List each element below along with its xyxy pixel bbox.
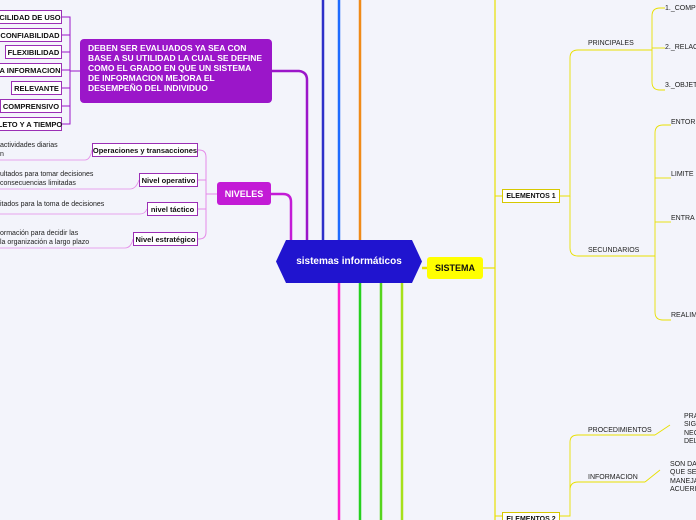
secundarios-label[interactable]: SECUNDARIOS (588, 247, 640, 254)
central-node-shape (276, 240, 422, 283)
secundario-item-limite[interactable]: LIMITE (671, 171, 694, 178)
procedimientos-desc-1: PRA (684, 413, 696, 420)
nivel-estrategico[interactable]: Nivel estratégico (133, 232, 198, 246)
nivel-estrategico-desc-2: la organización a largo plazo (0, 239, 90, 246)
central-node[interactable]: sistemas informáticos (276, 240, 422, 283)
nivel-operativo[interactable]: Nivel operativo (139, 173, 198, 187)
quality-item-flexibility[interactable]: FLEXIBILIDAD (5, 45, 62, 59)
informacion-desc-4: ACUERI (670, 486, 696, 493)
informacion-desc-1: SON DA (670, 461, 696, 468)
nivel-operaciones-desc-1: actividades diarias (0, 142, 58, 149)
procedimientos-desc-3: NEC (684, 430, 696, 437)
nivel-operaciones-transacciones[interactable]: Operaciones y transacciones (92, 143, 198, 157)
elementos-1-node[interactable]: ELEMENTOS 1 (502, 189, 560, 203)
principal-item-2[interactable]: 2._RELAC (665, 44, 696, 51)
nivel-estrategico-desc-1: ormación para decidir las (0, 230, 79, 237)
evaluation-note-text: DEBEN SER EVALUADOS YA SEA CON BASE A SU… (88, 43, 263, 93)
nivel-tactico[interactable]: nivel táctico (147, 202, 198, 216)
quality-item-reliability[interactable]: CONFIABILIDAD (0, 28, 62, 42)
nivel-tactico-desc-1: itados para la toma de decisiones (0, 201, 105, 208)
secundario-item-realimentacion[interactable]: REALIM (671, 312, 696, 319)
secundario-item-entrada[interactable]: ENTRA (671, 215, 695, 222)
procedimientos-desc-4: DEL (684, 438, 696, 445)
quality-item-comprehensive[interactable]: COMPRENSIVO (0, 99, 62, 113)
informacion-desc-2: QUE SE (670, 469, 696, 476)
quality-item-relevant[interactable]: RELEVANTE (11, 81, 62, 95)
informacion-desc-3: MANEJA (670, 478, 696, 485)
evaluation-note[interactable]: DEBEN SER EVALUADOS YA SEA CON BASE A SU… (80, 39, 272, 103)
elementos-2-node[interactable]: ELEMENTOS 2 (502, 512, 560, 520)
principal-item-3[interactable]: 3._OBJET (665, 82, 696, 89)
principal-item-1[interactable]: 1._COMP (665, 5, 696, 12)
secundario-item-entorno[interactable]: ENTOR (671, 119, 696, 126)
quality-item-information[interactable]: A INFORMACION (0, 63, 62, 77)
nivel-operativo-desc-2: consecuencias limitadas (0, 180, 76, 187)
sistema-node[interactable]: SISTEMA (427, 257, 483, 279)
informacion-label[interactable]: INFORMACION (588, 474, 638, 481)
nivel-operaciones-desc-2: n (0, 151, 4, 158)
quality-item-timely[interactable]: LETO Y A TIEMPO (0, 117, 62, 131)
procedimientos-label[interactable]: PROCEDIMIENTOS (588, 427, 652, 434)
procedimientos-desc-2: SIG (684, 421, 696, 428)
nivel-operativo-desc-1: ultados para tomar decisiones (0, 171, 94, 178)
central-node-label: sistemas informáticos (296, 256, 402, 267)
niveles-node[interactable]: NIVELES (217, 182, 271, 205)
quality-item-usability[interactable]: CILIDAD DE USO (0, 10, 62, 24)
principales-label[interactable]: PRINCIPALES (588, 40, 634, 47)
